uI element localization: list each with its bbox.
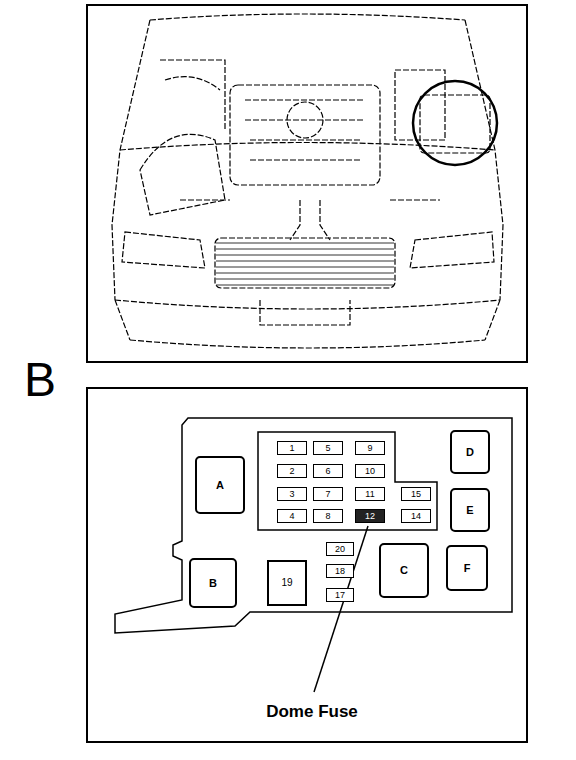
fuse-number: 2 (289, 467, 294, 476)
fuse-number: 10 (365, 467, 375, 476)
fuse-number: 17 (335, 591, 345, 600)
panel-frame (87, 5, 527, 362)
fuse-slot: 2 (277, 464, 307, 478)
fuse-block-outline (258, 432, 437, 530)
fuse-slot: 14 (401, 509, 431, 523)
fuse-slot: 18 (326, 564, 354, 578)
fuse-slot: 4 (277, 509, 307, 523)
panel-letter: B (24, 356, 56, 404)
fuse-slot: 17 (326, 588, 354, 602)
fuse-slot: 5 (313, 441, 343, 455)
grille-bars (216, 240, 394, 286)
fuse-slot: 10 (355, 464, 385, 478)
fuse-number: 4 (289, 512, 294, 521)
fuse-number: 15 (411, 490, 421, 499)
fuse-slot: 1 (277, 441, 307, 455)
fuse-number: 11 (365, 490, 374, 499)
fuse-slot: 19 (267, 560, 307, 606)
fuse-number: 20 (335, 545, 345, 554)
fuse-number: 5 (325, 444, 330, 453)
relay-letter: B (209, 578, 217, 589)
fuse-box-outline (115, 418, 512, 633)
fuse-slot: 3 (277, 487, 307, 501)
relay-socket: F (446, 545, 488, 591)
fuse-number: 19 (281, 578, 292, 588)
relay-socket: D (450, 430, 490, 474)
relay-socket: A (195, 456, 245, 514)
relay-letter: A (216, 480, 224, 491)
relay-letter: D (466, 447, 474, 458)
fuse-number: 9 (367, 444, 372, 453)
fuse-number: 14 (411, 512, 421, 521)
fuse-slot: 15 (401, 487, 431, 501)
fuse-number: 6 (325, 467, 330, 476)
callout-label: Dome Fuse (266, 703, 358, 720)
relay-socket: C (379, 543, 429, 598)
location-circle (413, 81, 497, 165)
car-front (112, 14, 503, 348)
fuse-slot: 11 (355, 487, 385, 501)
fuse-number: 8 (325, 512, 330, 521)
fuse-number: 12 (365, 512, 375, 521)
leader-line (314, 526, 368, 692)
fuse-slot: 20 (326, 542, 354, 556)
relay-socket: E (450, 488, 490, 532)
panel-frame (87, 388, 527, 742)
fuse-slot: 6 (313, 464, 343, 478)
fuse-number: 7 (325, 490, 330, 499)
fuse-slot: 12 (355, 509, 385, 523)
relay-letter: E (466, 505, 473, 516)
fuse-slot: 7 (313, 487, 343, 501)
fuse-number: 1 (289, 444, 294, 453)
relay-letter: C (400, 565, 408, 576)
fuse-slot: 8 (313, 509, 343, 523)
fuse-number: 18 (335, 567, 345, 576)
fuse-number: 3 (289, 490, 294, 499)
fuse-slot: 9 (355, 441, 385, 455)
relay-letter: F (464, 563, 471, 574)
relay-socket: B (189, 558, 237, 608)
